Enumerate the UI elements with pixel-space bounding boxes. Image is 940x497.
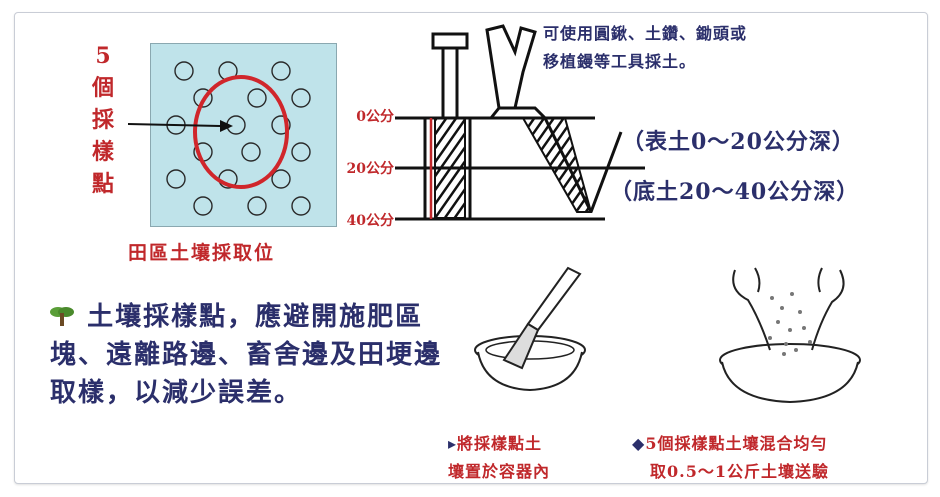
container-caption-line: 壤置於容器內 <box>448 462 551 481</box>
sampling-spot <box>193 196 213 216</box>
tool-note: 可使用圓鍬、土鑽、鋤頭或 移植鏝等工具採土。 <box>543 20 883 76</box>
soil-profile-illustration <box>395 24 645 221</box>
pointer-arrow <box>127 120 233 132</box>
sampling-spot <box>291 142 311 162</box>
sample-points-char: 個 <box>91 75 114 101</box>
tool-note-line: 移植鏝等工具採土。 <box>543 52 697 71</box>
sampling-circles <box>166 61 311 216</box>
sampling-area-ring <box>193 75 289 189</box>
mixing-caption: ◆5個採樣點土壤混合均勻 取0.5～1公斤土壤送驗 <box>632 430 922 486</box>
sampling-spot <box>193 88 213 108</box>
sampling-spot <box>271 61 291 81</box>
diamond-marker-icon: ◆ <box>632 434 646 453</box>
soil-mixing-bowl-illustration <box>719 267 861 404</box>
sampling-spot <box>247 88 267 108</box>
sample-points-char: 點 <box>91 171 114 197</box>
leaf-icon <box>50 302 85 332</box>
depth-40-label: 40公分 <box>346 213 394 229</box>
depth-20-label: 20公分 <box>346 161 394 177</box>
arrow-marker-icon: ▸ <box>448 434 458 453</box>
sampling-spot <box>291 196 311 216</box>
mixing-caption-line: 5個採樣點土壤混合均勻 <box>645 434 828 453</box>
sampling-spot <box>174 61 194 81</box>
sampling-spot <box>291 88 311 108</box>
container-caption-line: 將採樣點土 <box>457 434 543 453</box>
sample-points-char: 樣 <box>91 139 114 165</box>
depth-0-label: 0公分 <box>356 109 394 125</box>
sample-points-char: 5 <box>95 43 111 69</box>
sampling-spot <box>271 115 291 135</box>
container-caption: ▸將採樣點土 壤置於容器內 <box>448 430 618 486</box>
sample-points-label: 5 個 採 樣 點 <box>88 40 118 200</box>
tool-note-line: 可使用圓鍬、土鑽、鋤頭或 <box>543 24 748 43</box>
topsoil-label: （表土0～20公分深） <box>622 129 855 155</box>
sampling-spot <box>247 196 267 216</box>
mixing-caption-line: 取0.5～1公斤土壤送驗 <box>650 462 829 481</box>
sampling-spot <box>166 169 186 189</box>
bowl-with-shovel-illustration <box>474 266 586 392</box>
advice-text: 土壤採樣點，應避開施肥區塊、遠離路邊、畜舍邊及田埂邊取樣，以減少誤差。 <box>50 302 443 408</box>
sampling-spot <box>241 142 261 162</box>
sampling-advice: 土壤採樣點，應避開施肥區塊、遠離路邊、畜舍邊及田埂邊取樣，以減少誤差。 <box>50 298 460 412</box>
subsoil-label: （底土20～40公分深） <box>610 179 860 205</box>
sample-points-char: 採 <box>91 107 114 133</box>
field-sampling-grid <box>150 43 337 227</box>
sampling-spot <box>271 169 291 189</box>
field-caption: 田區土壤採取位 <box>128 242 276 264</box>
